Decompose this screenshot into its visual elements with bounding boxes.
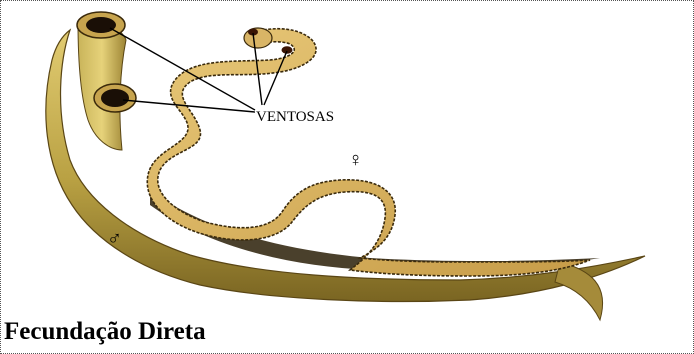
female-worm-head <box>244 28 272 48</box>
figure-caption: Fecundação Direta <box>4 318 206 346</box>
male-symbol: ♂ <box>107 228 122 250</box>
suckers-label: VENTOSAS <box>256 109 334 125</box>
female-symbol: ♀ <box>348 149 363 171</box>
male-ventral-sucker-center <box>101 89 129 107</box>
male-oral-sucker-center <box>86 17 116 33</box>
